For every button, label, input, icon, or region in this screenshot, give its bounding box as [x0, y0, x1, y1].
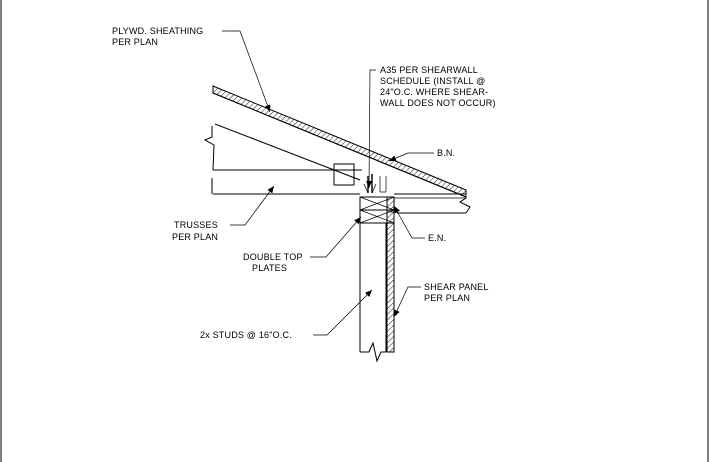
vent-block	[333, 163, 355, 186]
leader-a35	[366, 69, 376, 189]
a35-clip	[363, 174, 377, 194]
label-trusses: TRUSSES PER PLAN	[172, 220, 221, 242]
wall-studs	[359, 223, 387, 363]
label-a35: A35 PER SHEARWALL SCHEDULE (INSTALL @ 24…	[380, 65, 496, 108]
shear-panel	[386, 196, 398, 353]
label-double-top-plates: DOUBLE TOP PLATES	[243, 252, 305, 273]
break-line-right	[397, 190, 471, 214]
leader-bn	[388, 152, 434, 162]
truss-top-chord	[212, 92, 467, 198]
leader-en	[393, 205, 425, 239]
truss-bottom-chord	[213, 169, 466, 199]
leader-studs	[313, 289, 373, 336]
leader-double-top-plates	[310, 216, 362, 258]
leader-plywood	[222, 30, 271, 113]
label-studs: 2x STUDS @ 16"O.C.	[200, 330, 292, 340]
leader-trusses	[230, 185, 275, 226]
label-plywood-sheathing: PLYWD. SHEATHING PER PLAN	[112, 26, 206, 47]
label-bn: B.N.	[437, 148, 455, 158]
break-line-left	[203, 126, 215, 194]
leader-shear-panel	[393, 286, 421, 318]
label-en: E.N.	[428, 233, 446, 243]
label-shear-panel: SHEAR PANEL PER PLAN	[424, 282, 491, 303]
